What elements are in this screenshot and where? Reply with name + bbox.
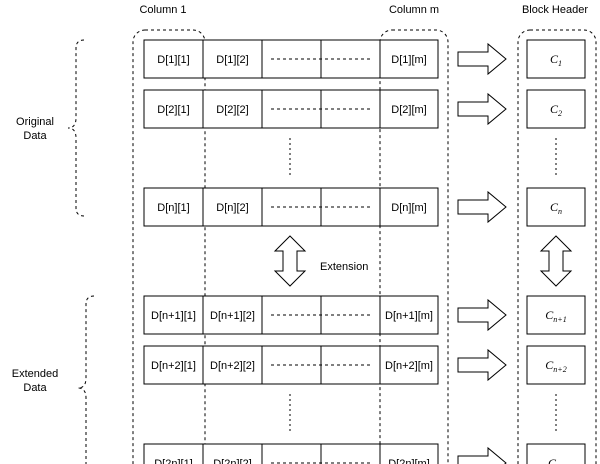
block-header-value: Cn+1 bbox=[545, 308, 566, 324]
header-base: C bbox=[550, 200, 559, 214]
cell-first: D[2n][1] bbox=[154, 458, 193, 464]
block-header-cell bbox=[526, 89, 586, 129]
data-row: D[2n][1]D[2n][2]D[2n][m]C2n bbox=[143, 443, 586, 464]
extended-data-brace bbox=[77, 295, 95, 464]
block-header-title: Block Header bbox=[522, 4, 588, 16]
right-arrow-icon bbox=[457, 298, 507, 332]
cell-last: D[1][m] bbox=[391, 54, 426, 66]
right-arrow-icon bbox=[457, 42, 507, 76]
original-data-label-line1: Original bbox=[16, 116, 54, 128]
extension-arrow-icon bbox=[273, 235, 307, 287]
cell-first: D[n+2][1] bbox=[151, 360, 196, 372]
cell-second: D[n+1][2] bbox=[210, 310, 255, 322]
cell-second: D[1][2] bbox=[216, 54, 248, 66]
header-subscript: 1 bbox=[558, 59, 562, 68]
cell-second: D[2][2] bbox=[216, 104, 248, 116]
cell-last: D[2][m] bbox=[391, 104, 426, 116]
cell-first: D[n][1] bbox=[157, 202, 189, 214]
cell-last: D[n+1][m] bbox=[385, 310, 433, 322]
extended-data-label-line2: Data bbox=[23, 382, 47, 394]
block-header-column-outline bbox=[517, 29, 597, 464]
row-outline bbox=[143, 443, 439, 464]
column-1-outline bbox=[132, 29, 206, 464]
right-arrow-icon bbox=[457, 190, 507, 224]
header-subscript: n+1 bbox=[553, 315, 566, 324]
data-row: D[n][1] D[n][2] D[n][m] Cn bbox=[143, 187, 586, 227]
header-base: C bbox=[550, 102, 559, 116]
column-m-header: Column m bbox=[389, 4, 439, 16]
original-data-brace bbox=[67, 39, 85, 217]
data-rows: D[1][1]D[1][2]D[1][m]C1D[2][1]D[2][2]D[2… bbox=[143, 39, 586, 464]
original-data-label-line2: Data bbox=[23, 130, 47, 142]
cell-first: D[1][1] bbox=[157, 54, 189, 66]
cell-first: D[2][1] bbox=[157, 104, 189, 116]
cell-second: D[n+2][2] bbox=[210, 360, 255, 372]
block-header-value: Cn+2 bbox=[545, 358, 566, 374]
header-subscript: n bbox=[558, 207, 562, 216]
cell-last: D[n+2][m] bbox=[385, 360, 433, 372]
right-arrow-icon bbox=[457, 348, 507, 382]
header-base: C bbox=[545, 358, 554, 372]
right-arrow-icon bbox=[457, 446, 507, 464]
data-row: D[n+2][1] D[n+2][2] D[n+2][m] Cn+2 bbox=[143, 345, 586, 385]
header-subscript: 2 bbox=[558, 109, 562, 118]
header-base: C bbox=[550, 52, 559, 66]
block-header-value: Cn bbox=[550, 200, 562, 216]
cell-last: D[2n][m] bbox=[388, 458, 430, 464]
block-header-cell bbox=[526, 345, 586, 385]
cell-second: D[2n][2] bbox=[213, 458, 252, 464]
right-arrow-icon bbox=[457, 92, 507, 126]
block-header-cell bbox=[526, 39, 586, 79]
extension-label: Extension bbox=[320, 261, 368, 273]
header-base: C bbox=[545, 308, 554, 322]
block-header-cell bbox=[526, 295, 586, 335]
block-header-value: C2 bbox=[550, 102, 562, 118]
header-subscript: n+2 bbox=[553, 365, 566, 374]
data-row: D[n+1][1] D[n+1][2] D[n+1][m] Cn+1 bbox=[143, 295, 586, 335]
header-extension-arrow-icon bbox=[539, 235, 573, 287]
data-row: D[1][1] D[1][2] D[1][m] C1 bbox=[143, 39, 586, 79]
column-1-header: Column 1 bbox=[139, 4, 186, 16]
cell-last: D[n][m] bbox=[391, 202, 426, 214]
cell-second: D[n][2] bbox=[216, 202, 248, 214]
data-row: D[2][1] D[2][2] D[2][m] C2 bbox=[143, 89, 586, 129]
block-header-cell bbox=[526, 443, 586, 464]
block-header-cell bbox=[526, 187, 586, 227]
block-header-value: C1 bbox=[550, 52, 562, 68]
header-base: C bbox=[548, 456, 557, 464]
cell-first: D[n+1][1] bbox=[151, 310, 196, 322]
extended-data-label-line1: Extended bbox=[12, 368, 58, 380]
